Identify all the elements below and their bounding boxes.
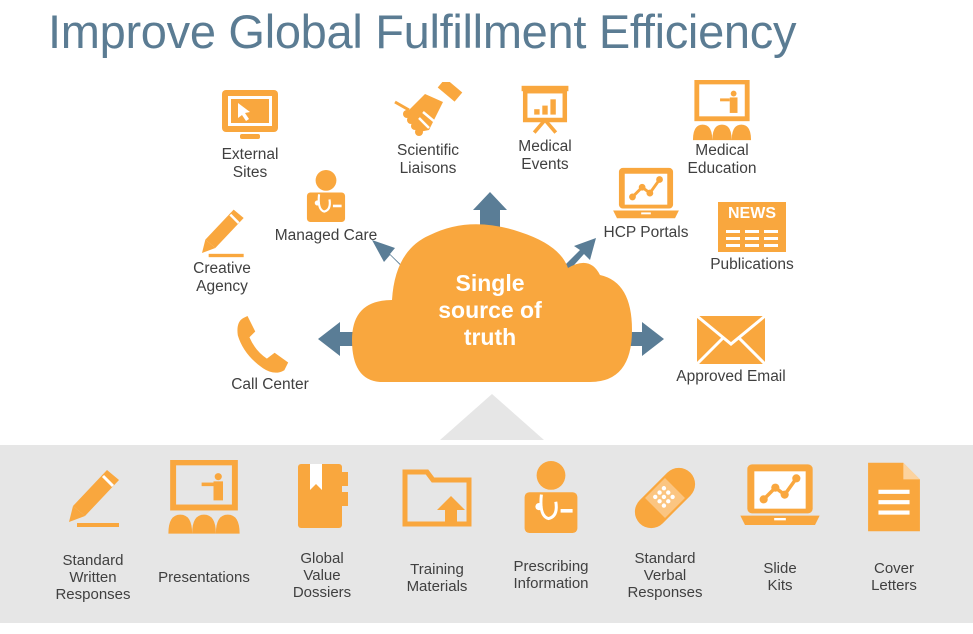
presentation-board-icon (518, 84, 572, 138)
source-label: Responses (627, 584, 703, 601)
source-presentations: Presentations (154, 460, 254, 586)
cloud-line-3: truth (463, 324, 517, 350)
channel-label: Agency (196, 278, 248, 295)
source-label: Training (410, 561, 464, 578)
news-badge-text: NEWS (728, 205, 776, 222)
book-icon (292, 462, 352, 532)
cloud-line-2: source of (438, 297, 542, 323)
channel-label: External (221, 146, 279, 163)
source-label: Standard (62, 552, 124, 569)
arrow-upper-left (372, 240, 420, 285)
classroom-icon (166, 460, 242, 536)
envelope-icon (695, 314, 767, 366)
channel-approved-email: Approved Email (666, 314, 796, 386)
handshake-icon (393, 82, 463, 142)
source-label: Slide (763, 560, 797, 577)
phone-icon (232, 314, 294, 376)
source-slide-kits: Slide Kits (730, 462, 830, 594)
pencil-icon (197, 206, 247, 260)
channel-call-center: Call Center (210, 314, 330, 394)
source-global-value-dossiers: Global Value Dossiers (272, 462, 372, 601)
source-standard-written-responses: Standard Written Responses (43, 462, 143, 603)
laptop-chart-icon (735, 462, 825, 532)
channel-label: Events (521, 156, 569, 173)
source-label: Dossiers (292, 584, 352, 601)
source-label: Standard (634, 550, 696, 567)
channel-label: Education (687, 160, 757, 177)
monitor-cursor-icon (219, 86, 281, 146)
source-label: Written (69, 569, 117, 586)
channel-managed-care: Managed Care (266, 165, 386, 245)
source-label: Responses (55, 586, 131, 603)
channel-label: Approved Email (676, 368, 786, 385)
pencil-icon (63, 462, 123, 534)
channel-label: Medical (518, 138, 572, 155)
source-label: Materials (406, 578, 468, 595)
channel-scientific-liaisons: Scientific Liaisons (368, 82, 488, 178)
channel-label: Scientific (396, 142, 460, 159)
cloud-label: Single source of truth (410, 270, 570, 351)
channel-label: Medical (695, 142, 749, 159)
source-training-materials: Training Materials (387, 466, 487, 595)
channel-hcp-portals: HCP Portals (586, 166, 706, 242)
cloud-line-1: Single (455, 270, 525, 296)
arrow-up-source (440, 394, 544, 440)
source-label: Cover (873, 560, 914, 577)
source-label: Global (300, 550, 344, 567)
channel-label: Creative (193, 260, 251, 277)
cloud-icon (352, 224, 632, 382)
arrow-up (473, 192, 507, 230)
laptop-chart-icon (610, 166, 682, 224)
source-prescribing-information: Prescribing Information (496, 454, 606, 592)
source-cover-letters: Cover Letters (844, 460, 944, 594)
channel-label: Sites (232, 164, 268, 181)
source-label: Information (513, 575, 589, 592)
source-label: Presentations (158, 569, 250, 586)
channel-creative-agency: Creative Agency (162, 206, 282, 296)
channel-label: Publications (710, 256, 794, 273)
source-label: Prescribing (513, 558, 589, 575)
channel-label: Managed Care (274, 227, 378, 244)
channel-label: HCP Portals (603, 224, 689, 241)
document-icon (866, 460, 922, 534)
doctor-icon (515, 454, 587, 540)
channel-label: Call Center (231, 376, 309, 393)
source-label: Letters (871, 577, 917, 594)
source-label: Value (303, 567, 341, 584)
distribution-arrows (318, 192, 664, 440)
channel-label: Liaisons (399, 160, 457, 177)
page-title: Improve Global Fulfillment Efficiency (48, 5, 797, 58)
channel-medical-events: Medical Events (485, 84, 605, 174)
arrow-right (620, 322, 664, 356)
news-icon: NEWS (718, 202, 786, 252)
doctor-icon (300, 165, 352, 227)
source-label: Kits (767, 577, 793, 594)
channel-medical-education: Medical Education (662, 80, 782, 178)
source-standard-verbal-responses: Standard Verbal Responses (615, 460, 715, 601)
channel-external-sites: External Sites (190, 86, 310, 182)
arrow-left (318, 322, 360, 356)
arrow-upper-right (560, 238, 596, 274)
bandage-icon (627, 460, 703, 536)
channel-publications: NEWS Publications (692, 202, 812, 274)
folder-upload-icon (401, 466, 473, 528)
source-label: Verbal (643, 567, 687, 584)
classroom-icon (691, 80, 753, 142)
